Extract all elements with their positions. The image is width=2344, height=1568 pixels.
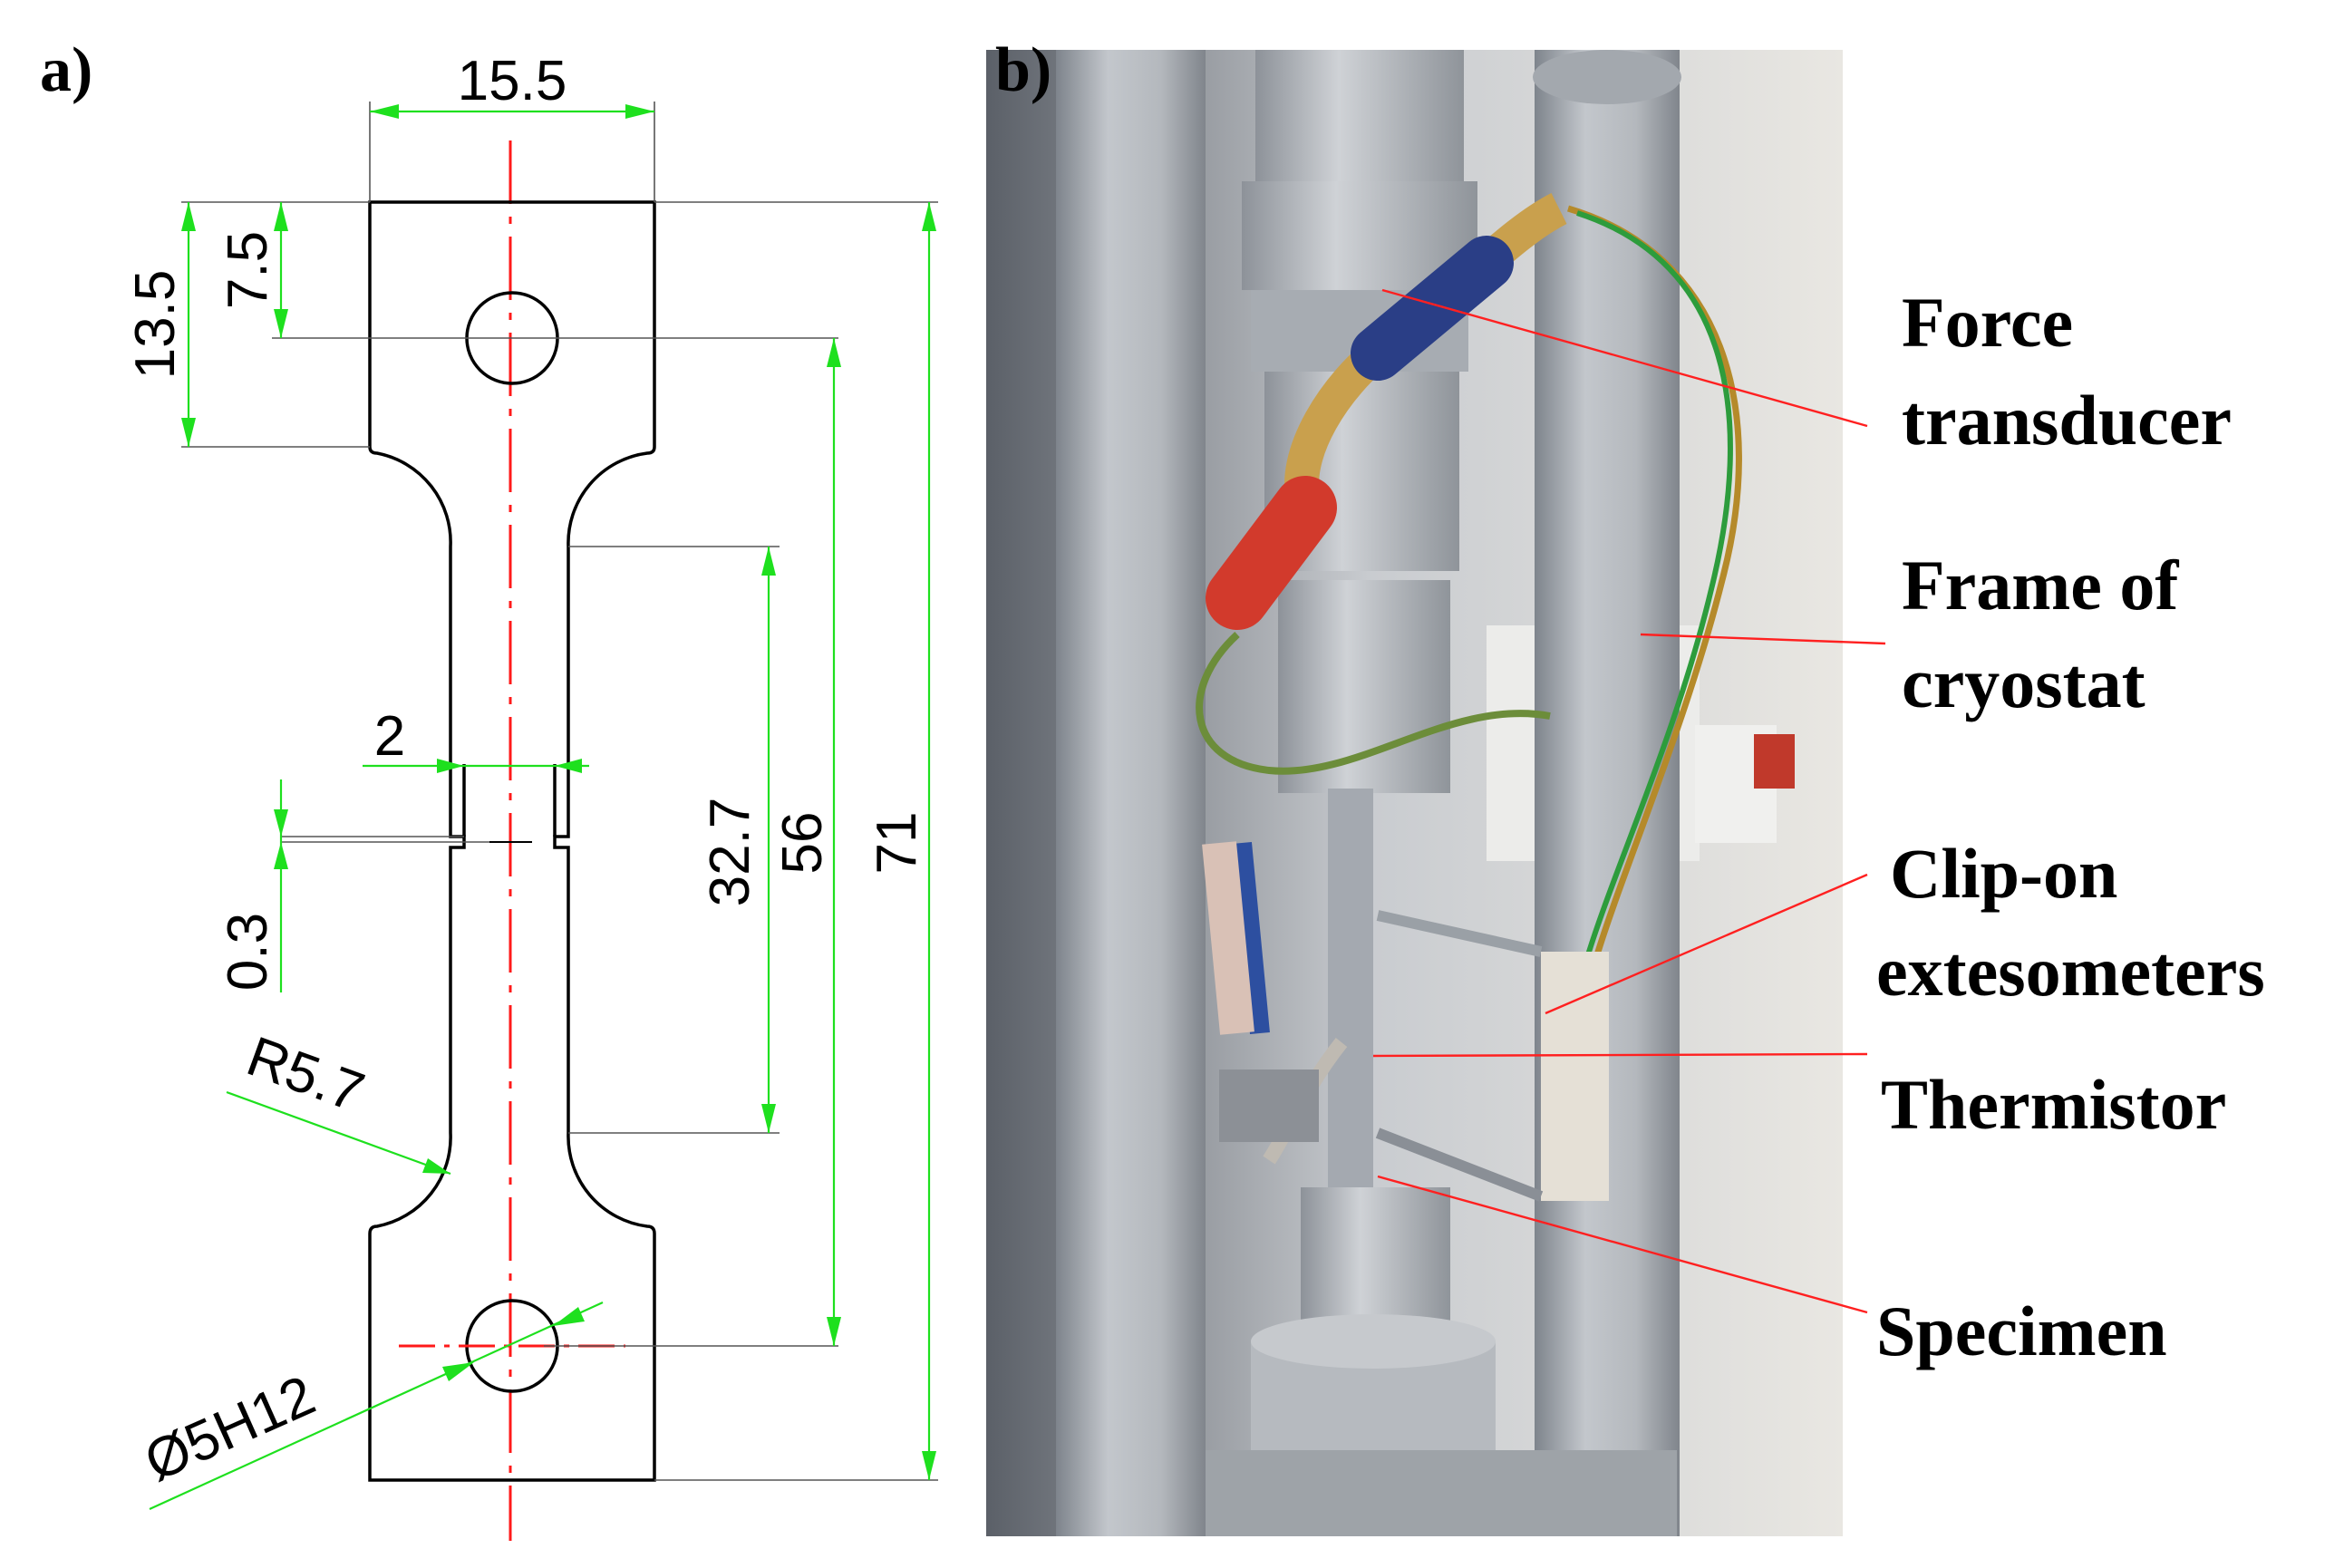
dim-gauge-length: 32.7 xyxy=(699,798,761,907)
panel-a: a) xyxy=(40,35,938,1541)
dim-hole-spacing: 56 xyxy=(771,812,834,875)
dim-notch-depth: 0.3 xyxy=(217,913,279,991)
dim-hole-diameter: Ø5H12 xyxy=(136,1364,324,1494)
callout-frame-line2: cryostat xyxy=(1902,644,2145,722)
extension-lines xyxy=(181,102,938,1481)
callout-frame-line1: Frame of xyxy=(1902,546,2179,624)
panel-a-label: a) xyxy=(40,35,92,105)
dim-total-length: 71 xyxy=(866,812,928,875)
callout-force-line1: Force xyxy=(1902,283,2073,362)
dimension-lines xyxy=(149,104,936,1511)
callout-thermistor: Thermistor xyxy=(1881,1065,2226,1144)
callout-force-line2: transducer xyxy=(1902,381,2232,460)
dim-width-top: 15.5 xyxy=(458,50,567,112)
panel-b: b) Force transducer Frame of cryostat Cl… xyxy=(986,35,2265,1536)
dim-notch-width: 2 xyxy=(374,705,405,768)
panel-b-label: b) xyxy=(995,35,1051,105)
cryostat-photo xyxy=(986,50,1843,1536)
callout-specimen: Specimen xyxy=(1876,1292,2167,1370)
dim-fillet-radius: R5.7 xyxy=(239,1025,373,1125)
dim-hole-offset: 7.5 xyxy=(217,231,279,309)
callout-clip-line2: extesometers xyxy=(1876,932,2265,1011)
callout-leaders xyxy=(1372,288,1886,1314)
dim-head-length: 13.5 xyxy=(124,270,187,380)
callout-clip-line1: Clip-on xyxy=(1890,834,2117,913)
